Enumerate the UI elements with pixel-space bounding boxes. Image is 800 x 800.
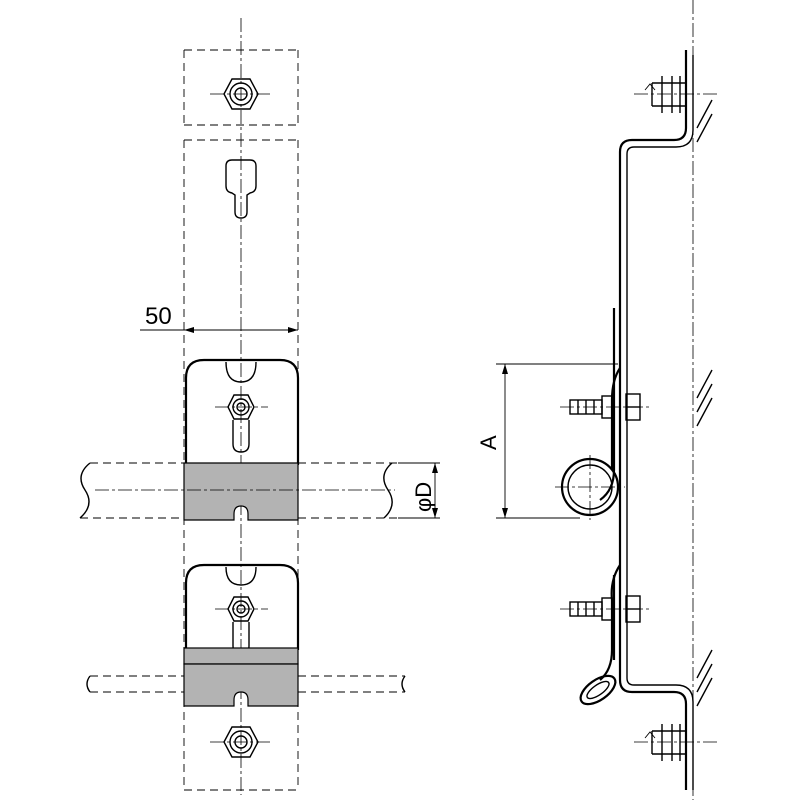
width-dimension: 50 (140, 303, 298, 333)
wall-hatching (696, 99, 713, 707)
upper-clamp (183, 358, 300, 521)
lower-clamp-side (560, 564, 652, 706)
front-view: 50 φD (79, 18, 440, 795)
large-pipe (79, 462, 398, 519)
small-pipe (86, 675, 406, 693)
height-dimension: A (476, 363, 618, 519)
channel-profile (618, 50, 694, 790)
lower-clamp (183, 563, 300, 707)
width-dimension-label: 50 (145, 303, 172, 330)
diameter-dimension-label: φD (411, 482, 436, 512)
height-dimension-label: A (476, 435, 501, 450)
top-bolt (210, 78, 272, 110)
keyhole-slot (225, 159, 257, 219)
bottom-bolt (210, 726, 272, 758)
diameter-dimension: φD (398, 462, 440, 519)
side-view: A (476, 0, 720, 800)
bottom-anchor (634, 724, 720, 761)
upper-clamp-side (555, 308, 652, 520)
top-anchor (634, 76, 720, 113)
